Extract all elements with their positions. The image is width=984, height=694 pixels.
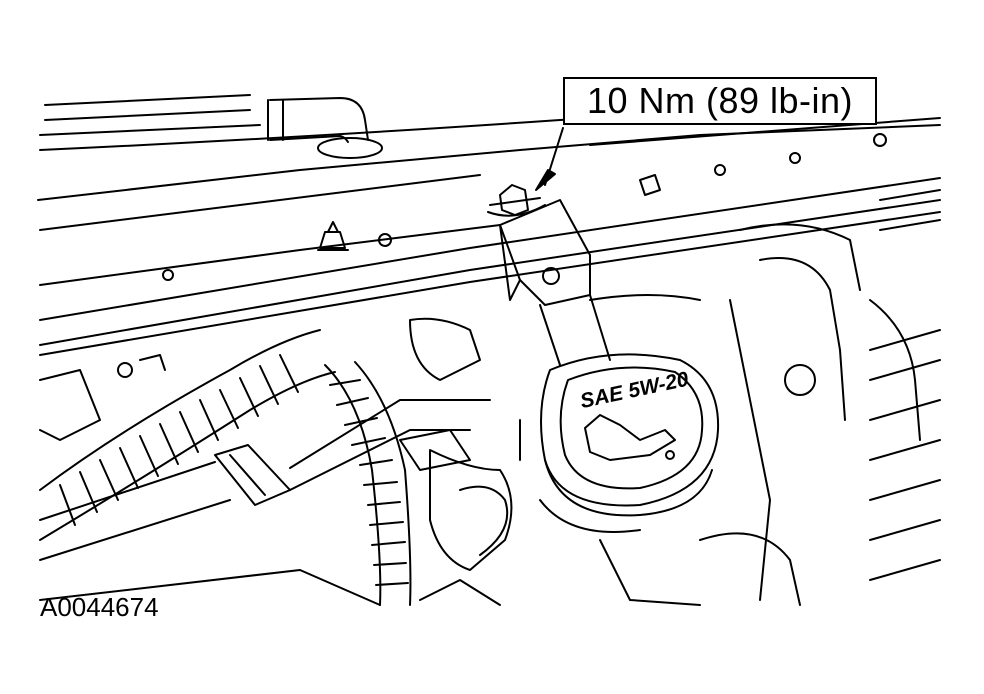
figure-id: A0044674 [40,592,159,622]
breather-hose [267,97,383,159]
lower-engine-block [39,354,501,606]
injector-stud [317,174,661,251]
torque-callout: 10 Nm (89 lb-in) [563,77,877,125]
oil-fill-bracket [499,199,611,366]
harness-conduit-vertical [324,361,412,606]
torque-arrow [535,127,564,191]
oil-filler-cap [539,353,720,533]
fuel-rail [39,133,941,356]
right-side-components [519,189,941,606]
coolant-hoses [399,317,513,571]
fuel-line-fitting [39,399,491,561]
oil-cap-viscosity-label: SAE 5W-20 [578,368,691,413]
harness-conduit-left [39,329,336,541]
engine-cover [37,94,941,286]
